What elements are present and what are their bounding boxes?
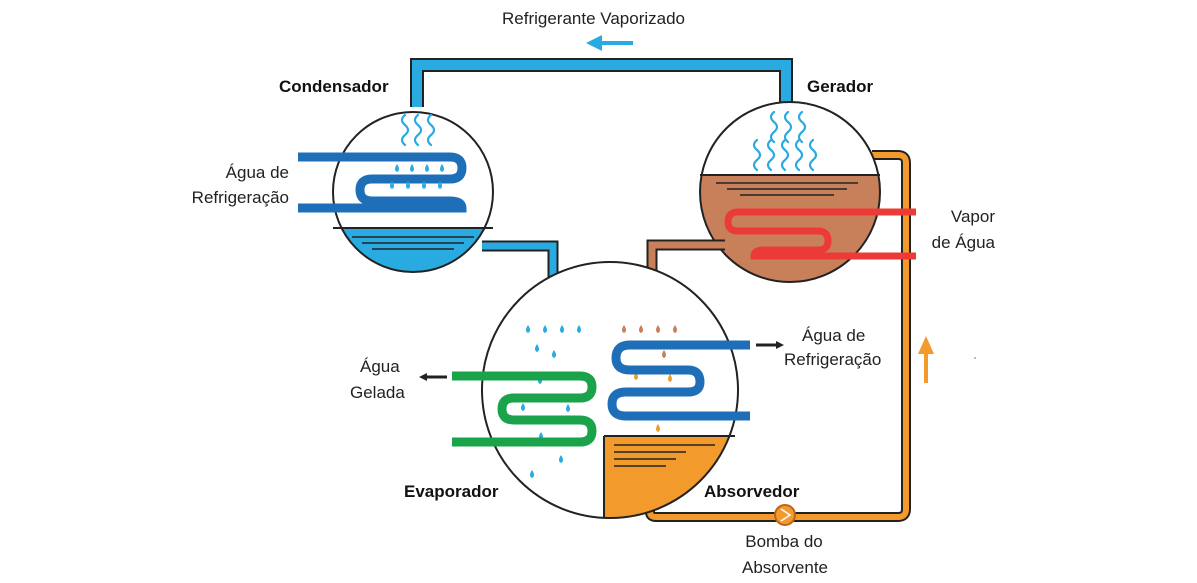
absorbent-pump-icon [774, 504, 796, 526]
condenser-drops [390, 164, 444, 189]
evaporator-label: Evaporador [404, 482, 499, 501]
evaporator-absorber-vessel [481, 261, 739, 519]
vapor-flow-arrow [586, 35, 633, 51]
pump-label-2: Absorvente [742, 558, 828, 577]
evaporator-chilled-coil [452, 371, 597, 447]
cooling-water-left-label-1: Água de [226, 163, 289, 182]
top-flow-label: Refrigerante Vaporizado [502, 9, 685, 28]
steam-label-1: Vapor [951, 207, 995, 226]
absorber-cooling-coil [607, 340, 750, 421]
chilled-water-label-2: Gelada [350, 383, 405, 402]
pump-label-1: Bomba do [745, 532, 823, 551]
steam-label-2: de Água [932, 233, 996, 252]
absorber-drops [622, 325, 677, 432]
cooling-water-right-label-1: Água de [802, 326, 865, 345]
absorber-label: Absorvedor [704, 482, 800, 501]
generator-steam-coil [724, 208, 916, 260]
cooling-water-right-label-2: Refrigeração [784, 350, 881, 369]
absorbent-up-arrow [918, 336, 934, 383]
chilled-water-label-1: Água [360, 357, 400, 376]
condenser-label: Condensador [279, 77, 389, 96]
generator-label: Gerador [807, 77, 874, 96]
condenser-cooling-coil [298, 152, 467, 213]
cooling-water-left-label-2: Refrigeração [192, 188, 289, 207]
generator-vessel [699, 101, 881, 283]
vapor-pipe [410, 58, 793, 107]
